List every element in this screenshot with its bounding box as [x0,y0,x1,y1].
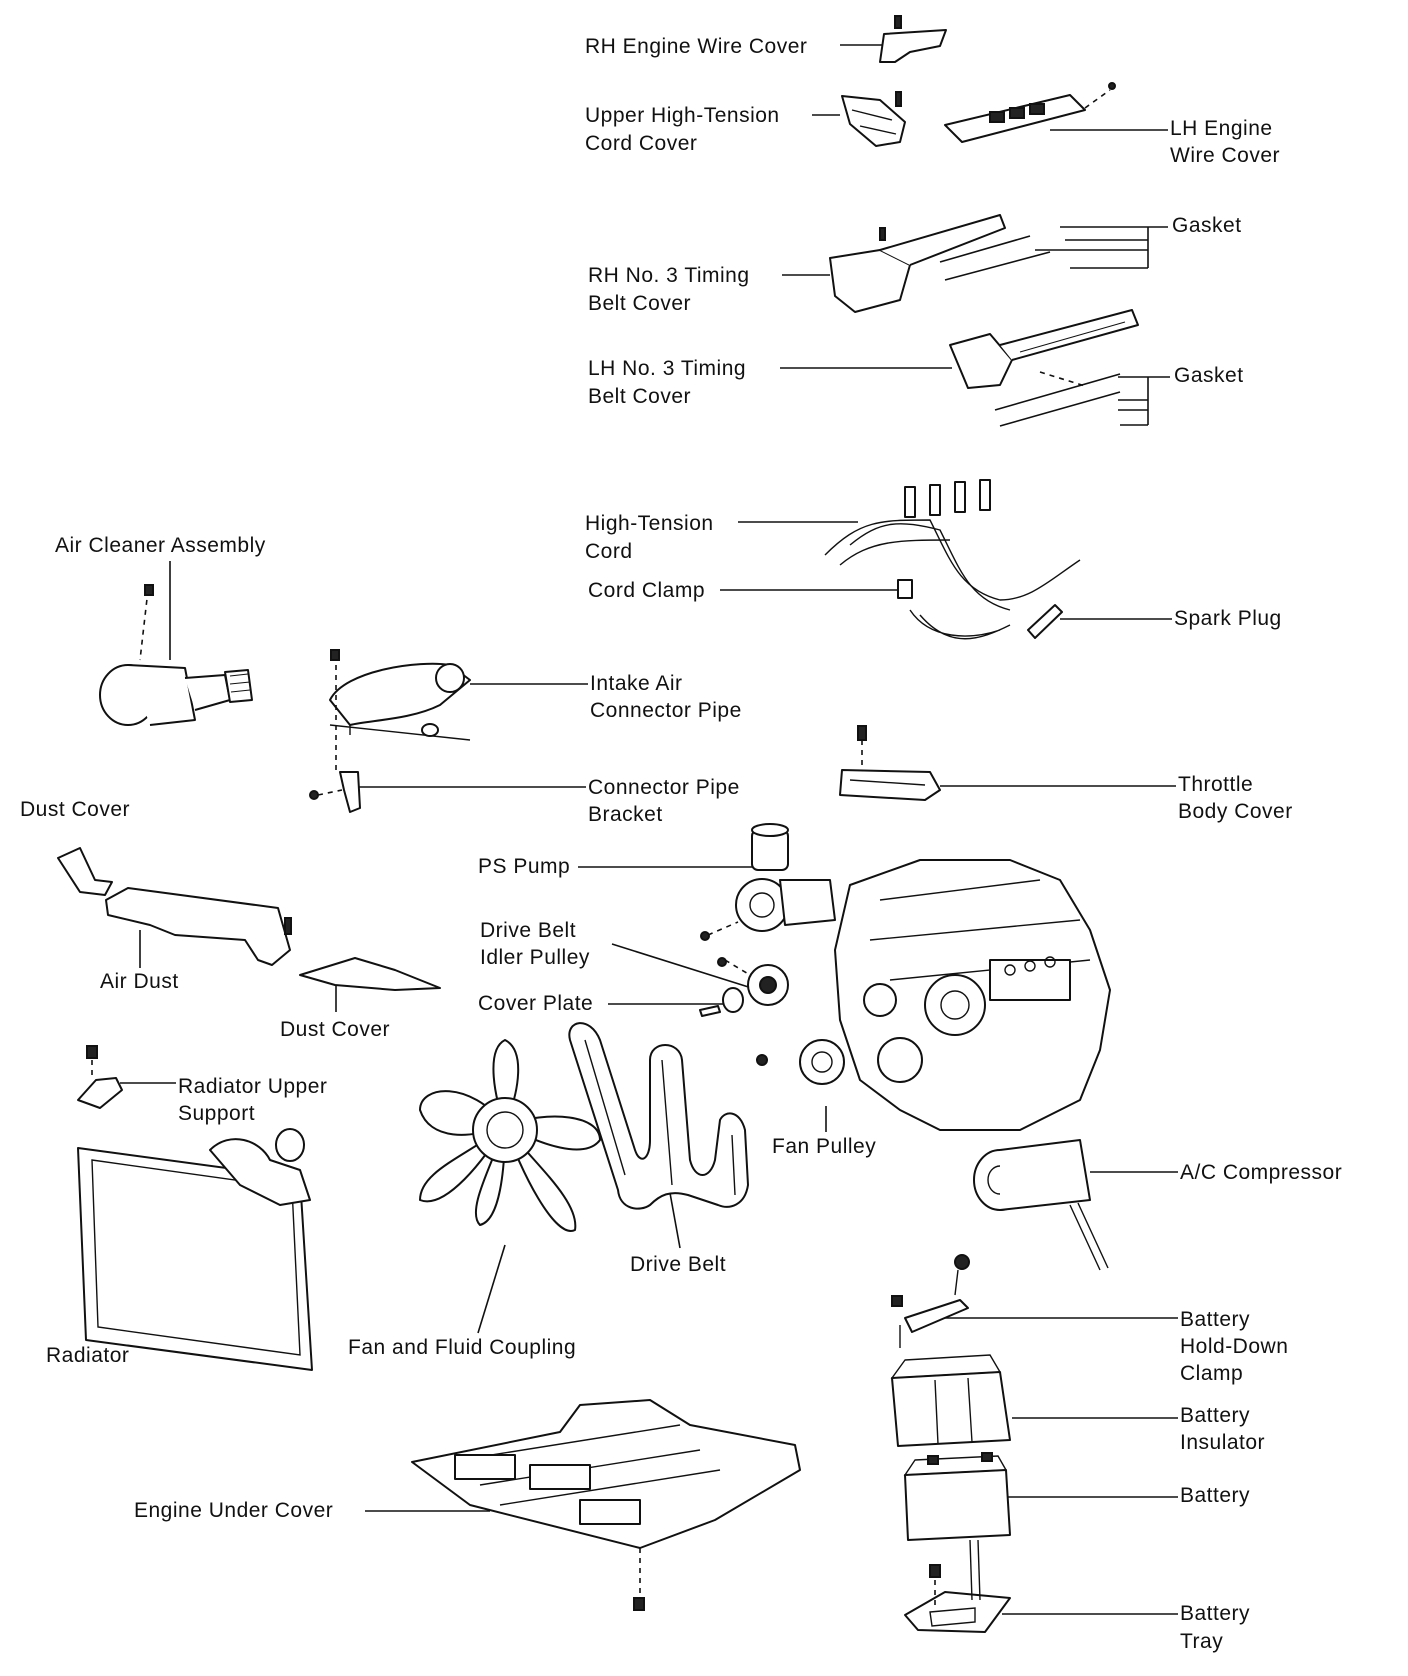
fan-and-fluid-coupling-part [419,1039,601,1232]
label-air-dust: Air Dust [100,970,179,993]
upper-ht-cord-cover-part [841,91,906,147]
label-battery: Battery [1180,1484,1250,1507]
label-connector-pipe-bracket-line1: Connector Pipe [588,776,740,799]
label-connector-pipe-bracket-line2: Bracket [588,803,663,826]
connector-pipe-bracket-part [309,771,361,813]
label-lh-timing-belt-cover-line2: Belt Cover [588,385,691,408]
drive-belt-idler-pulley-part [717,957,789,1006]
label-throttle-body-cover-line2: Body Cover [1178,800,1293,823]
rh-timing-belt-cover-part [829,214,1051,313]
label-cover-plate: Cover Plate [478,992,593,1015]
label-gasket-upper: Gasket [1172,214,1242,237]
label-battery-tray-line2: Tray [1180,1630,1223,1653]
label-rh-timing-belt-cover-line2: Belt Cover [588,292,691,315]
label-upper-ht-cord-cover-line1: Upper High-Tension [585,104,780,127]
label-intake-air-connector-pipe-line2: Connector Pipe [590,699,742,722]
label-fan-pulley: Fan Pulley [772,1135,876,1158]
label-air-cleaner-assembly: Air Cleaner Assembly [55,534,266,557]
dust-cover-left-part [57,847,113,896]
label-lh-engine-wire-cover-line1: LH Engine [1170,117,1273,140]
label-drive-belt-idler-pulley-line1: Drive Belt [480,919,576,942]
label-rh-engine-wire-cover: RH Engine Wire Cover [585,35,807,58]
label-lh-engine-wire-cover-line2: Wire Cover [1170,144,1280,167]
engine-under-cover-part [411,1399,801,1611]
battery-hold-down-clamp-part [891,1254,970,1348]
label-engine-under-cover: Engine Under Cover [134,1499,333,1522]
throttle-body-cover-part [839,725,941,801]
label-intake-air-connector-pipe-line1: Intake Air [590,672,683,695]
label-lh-timing-belt-cover-line1: LH No. 3 Timing [588,357,746,380]
rh-engine-wire-cover-part [879,15,947,63]
label-battery-insulator-line2: Insulator [1180,1431,1265,1454]
label-upper-ht-cord-cover-line2: Cord Cover [585,132,697,155]
label-cord-clamp: Cord Clamp [588,579,705,602]
air-dust-part [105,887,292,966]
label-drive-belt-idler-pulley-line2: Idler Pulley [480,946,590,969]
ac-compressor-part [973,1139,1109,1271]
label-radiator-upper-support-line2: Support [178,1102,255,1125]
label-gasket-lower: Gasket [1174,364,1244,387]
lh-timing-belt-cover-part [949,309,1139,427]
battery-insulator-part [890,1354,1011,1447]
battery-tray-part [904,1539,1011,1633]
label-high-tension-cord-line2: Cord [585,540,633,563]
high-tension-cord-part [824,479,1081,640]
label-spark-plug: Spark Plug [1174,607,1282,630]
battery-part [903,1452,1011,1541]
labels: RH Engine Wire Cover Upper High-Tension … [20,35,1342,1653]
label-drive-belt: Drive Belt [630,1253,726,1276]
label-rh-timing-belt-cover-line1: RH No. 3 Timing [588,264,750,287]
label-ps-pump: PS Pump [478,855,570,878]
air-cleaner-assembly-part [99,584,253,726]
label-radiator-upper-support-line1: Radiator Upper [178,1075,327,1098]
label-radiator: Radiator [46,1344,129,1367]
label-battery-tray-line1: Battery [1180,1602,1250,1625]
radiator-upper-support-part [77,1045,123,1109]
label-high-tension-cord-line1: High-Tension [585,512,714,535]
dust-cover-right-part [299,957,441,991]
cover-plate-part [699,987,744,1017]
label-dust-cover-left: Dust Cover [20,798,130,821]
intake-air-connector-pipe-part [329,649,471,770]
label-battery-hold-down-clamp-line1: Battery [1180,1308,1250,1331]
fan-pulley-part [756,1039,845,1085]
label-fan-and-fluid-coupling: Fan and Fluid Coupling [348,1336,576,1359]
label-dust-cover-right: Dust Cover [280,1018,390,1041]
leader-lines [95,44,1178,1615]
ps-pump-part [700,823,836,941]
lh-engine-wire-cover-part [944,82,1116,143]
label-battery-hold-down-clamp-line3: Clamp [1180,1362,1243,1385]
label-battery-insulator-line1: Battery [1180,1404,1250,1427]
radiator-part [77,1128,313,1371]
drive-belt-part [568,1022,749,1210]
engine-part [834,859,1111,1131]
label-throttle-body-cover-line1: Throttle [1178,773,1253,796]
label-battery-hold-down-clamp-line2: Hold-Down [1180,1335,1288,1358]
label-ac-compressor: A/C Compressor [1180,1161,1342,1184]
